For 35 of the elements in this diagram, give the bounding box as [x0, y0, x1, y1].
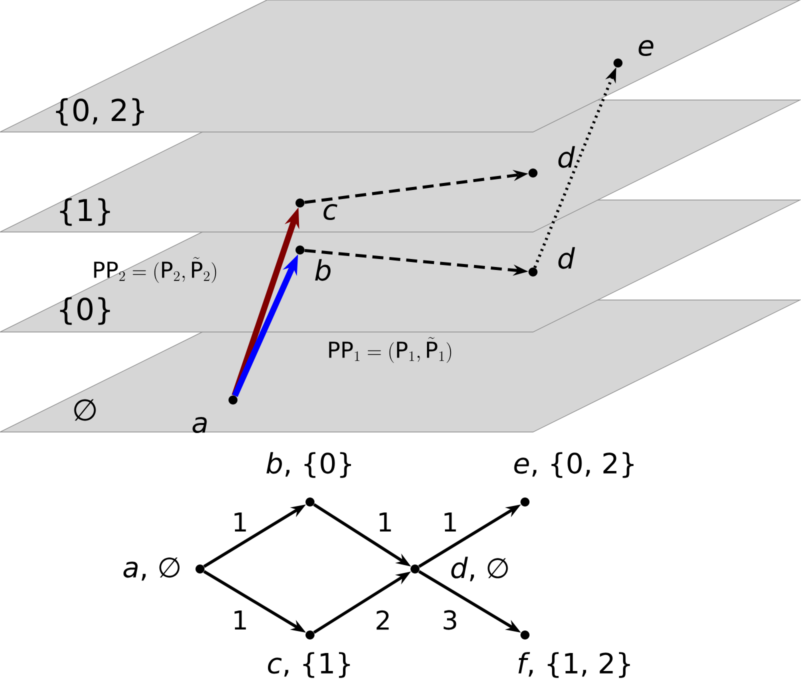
point-label: f, {1, 2}: [518, 652, 630, 678]
edge-label: 1: [230, 510, 250, 534]
point: [196, 564, 204, 574]
point: [296, 198, 304, 208]
point-label: a, ∅: [123, 557, 180, 581]
node-label: ∅: [74, 399, 96, 421]
edge-label: 1: [230, 608, 250, 632]
point-label: d: [558, 146, 576, 168]
node-label: {1}: [60, 198, 110, 226]
path-label: $\mathrm{PP}_1 = (\mathrm{P}_1, \tilde{\mathrm{P}}_1)$: [329, 337, 452, 363]
point: [296, 246, 304, 254]
point-label: e, {0, 2}: [514, 452, 634, 478]
point: [306, 630, 314, 640]
node-label: {0}: [60, 297, 110, 325]
point-label: e: [638, 40, 654, 56]
point: [614, 58, 622, 68]
point: [410, 564, 420, 574]
path-label: $\mathrm{PP}_2 = (\mathrm{P}_2, \tilde{\mathrm{P}}_2)$: [94, 257, 216, 283]
point: [528, 168, 538, 178]
point-label: b: [315, 259, 331, 281]
point-label: c, {1}: [268, 652, 350, 678]
edge-label: 1: [440, 510, 460, 534]
point: [228, 396, 238, 404]
edge-label: 2: [372, 608, 394, 632]
point: [520, 498, 530, 506]
point: [528, 268, 538, 276]
point-label: b, {0}: [266, 452, 351, 478]
point: [306, 498, 314, 506]
point-label: d: [558, 247, 576, 269]
point: [520, 630, 530, 640]
point-label: d, ∅: [451, 556, 508, 582]
point-label: a: [192, 416, 207, 434]
edge-label: 3: [440, 608, 460, 632]
point-label: c: [324, 204, 338, 220]
edge-label: 1: [374, 510, 396, 534]
